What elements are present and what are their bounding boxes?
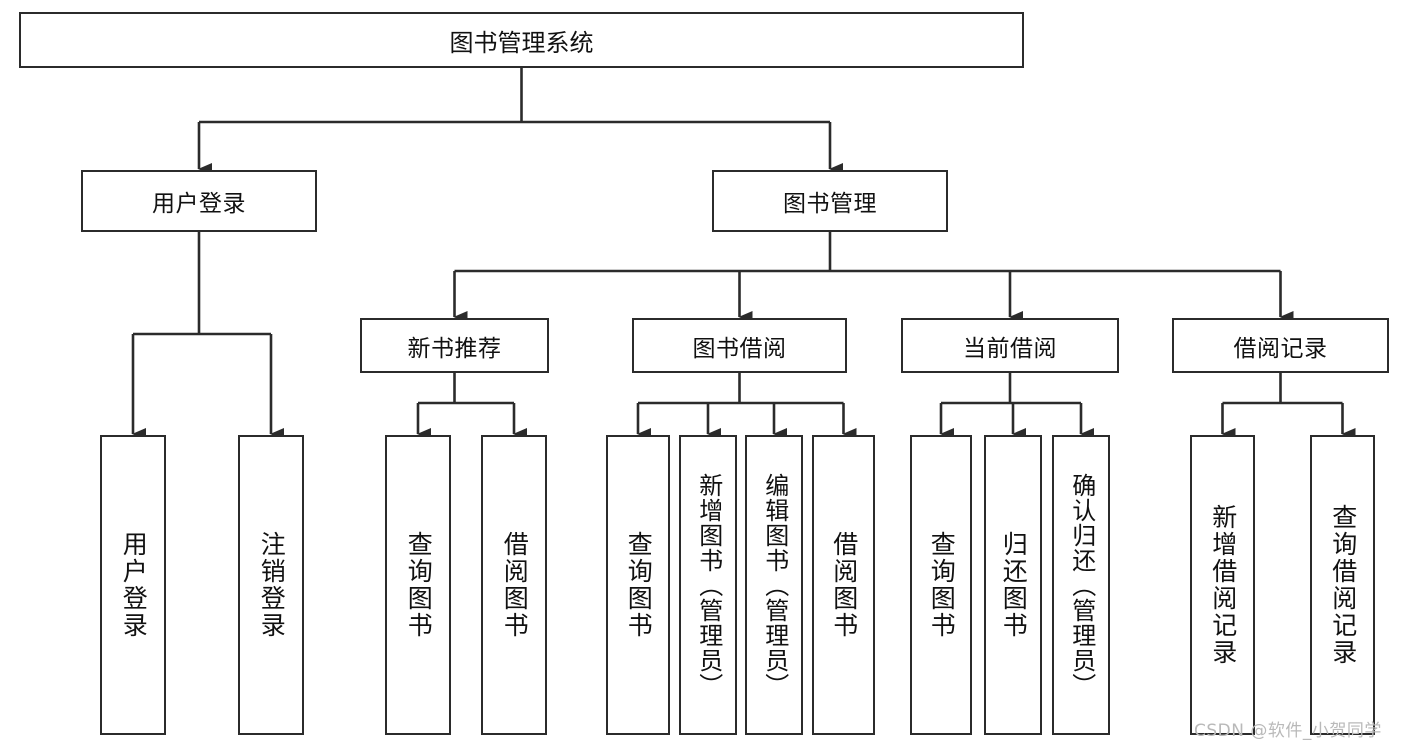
node-leaf-10[interactable]: 确认归还（管理员） bbox=[1052, 435, 1110, 735]
node-leaf-7[interactable]: 借阅图书 bbox=[812, 435, 875, 735]
node-level3-label: 当前借阅 bbox=[963, 335, 1057, 362]
node-leaf-6[interactable]: 编辑图书（管理员） bbox=[745, 435, 803, 735]
node-level3-3[interactable]: 借阅记录 bbox=[1172, 318, 1389, 373]
node-level2-0[interactable]: 用户登录 bbox=[81, 170, 317, 232]
node-leaf-5[interactable]: 新增图书（管理员） bbox=[679, 435, 737, 735]
node-leaf-9[interactable]: 归还图书 bbox=[984, 435, 1042, 735]
node-leaf-label: 注销登录 bbox=[257, 531, 287, 639]
node-leaf-3[interactable]: 借阅图书 bbox=[481, 435, 547, 735]
node-level2-label: 图书管理 bbox=[783, 191, 877, 217]
node-leaf-label: 确认归还（管理员） bbox=[1067, 472, 1096, 698]
node-leaf-4[interactable]: 查询图书 bbox=[606, 435, 670, 735]
node-level2-1[interactable]: 图书管理 bbox=[712, 170, 948, 232]
node-leaf-label: 查询借阅记录 bbox=[1328, 504, 1358, 666]
node-leaf-label: 查询图书 bbox=[927, 531, 957, 639]
node-leaf-0[interactable]: 用户登录 bbox=[100, 435, 166, 735]
node-leaf-2[interactable]: 查询图书 bbox=[385, 435, 451, 735]
node-level3-label: 图书借阅 bbox=[692, 335, 787, 362]
node-leaf-8[interactable]: 查询图书 bbox=[910, 435, 972, 735]
csdn-watermark: CSDN @软件_小贺同学 bbox=[1194, 721, 1382, 741]
node-leaf-label: 借阅图书 bbox=[500, 531, 530, 639]
node-leaf-label: 用户登录 bbox=[119, 531, 149, 639]
node-leaf-11[interactable]: 新增借阅记录 bbox=[1190, 435, 1255, 735]
node-leaf-label: 编辑图书（管理员） bbox=[760, 472, 789, 698]
node-leaf-label: 归还图书 bbox=[999, 531, 1029, 639]
node-leaf-label: 查询图书 bbox=[404, 531, 434, 639]
node-leaf-label: 借阅图书 bbox=[829, 531, 859, 639]
node-level3-label: 新书推荐 bbox=[407, 335, 502, 362]
node-leaf-label: 新增借阅记录 bbox=[1208, 504, 1238, 666]
node-leaf-label: 新增图书（管理员） bbox=[694, 472, 723, 698]
node-root[interactable]: 图书管理系统 bbox=[19, 12, 1024, 68]
node-leaf-12[interactable]: 查询借阅记录 bbox=[1310, 435, 1375, 735]
node-root-label: 图书管理系统 bbox=[449, 28, 594, 57]
node-level3-0[interactable]: 新书推荐 bbox=[360, 318, 549, 373]
node-level3-2[interactable]: 当前借阅 bbox=[901, 318, 1119, 373]
node-leaf-label: 查询图书 bbox=[624, 531, 654, 639]
node-leaf-1[interactable]: 注销登录 bbox=[238, 435, 304, 735]
node-level2-label: 用户登录 bbox=[152, 191, 246, 217]
node-level3-1[interactable]: 图书借阅 bbox=[632, 318, 847, 373]
node-level3-label: 借阅记录 bbox=[1233, 335, 1328, 362]
